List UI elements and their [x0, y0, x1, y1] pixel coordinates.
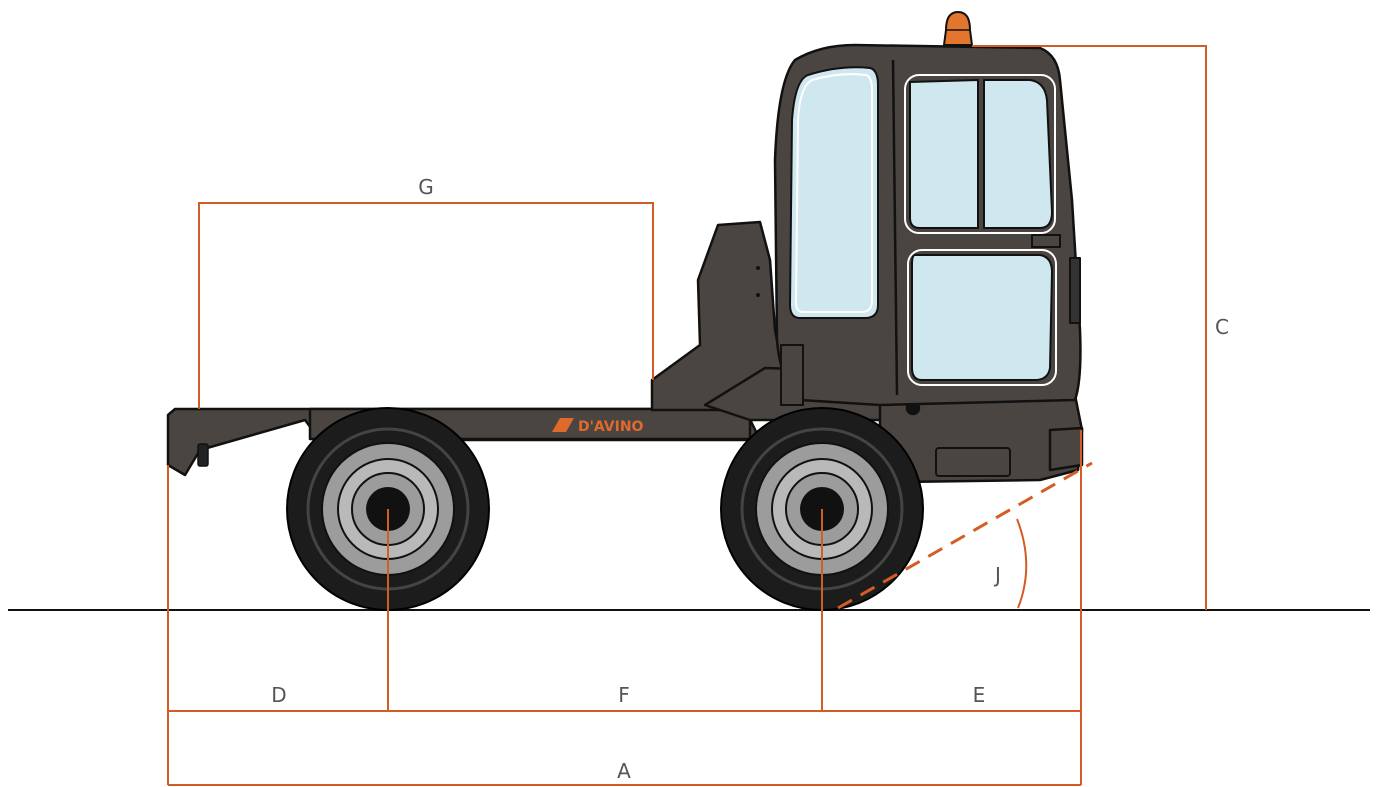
label-a: A: [617, 759, 631, 783]
rear-panel-inset: [935, 447, 1011, 477]
hood-rivet: [756, 266, 760, 270]
dimension-labels: G C J D F E A: [271, 175, 1229, 783]
cab-front-window-upper-left: [909, 79, 979, 229]
cab-front-window-upper-right: [983, 79, 1053, 229]
dimension-lines: [167, 45, 1207, 786]
label-d: D: [271, 683, 286, 707]
cab-door-divider: [891, 59, 899, 396]
hood-rivet: [756, 293, 760, 297]
dimension-g: [198, 202, 654, 409]
dimension-c: [972, 45, 1207, 610]
brand-logo-mark: [552, 418, 574, 432]
vehicle: [166, 11, 1084, 484]
brand-logo-text: D'AVINO: [578, 419, 644, 435]
approach-angle-arc: [1016, 518, 1028, 609]
cab-side-window: [789, 66, 879, 319]
cab-front-window-frame: [904, 74, 1056, 234]
label-g: G: [418, 175, 434, 199]
cab-side-window-trim: [795, 73, 873, 313]
beacon-light: [943, 11, 973, 46]
label-c: C: [1215, 315, 1229, 339]
grab-handle: [780, 344, 804, 406]
brand-logo: D'AVINO: [552, 418, 644, 435]
label-j: J: [993, 563, 1001, 587]
marker-light: [197, 443, 209, 467]
approach-angle-line: [837, 461, 1093, 610]
door-handle: [1031, 234, 1061, 248]
side-mirror-bracket: [1069, 257, 1081, 324]
label-e: E: [973, 683, 986, 707]
label-f: F: [618, 683, 630, 707]
cab-front-window-lower: [911, 254, 1053, 381]
bumper: [1048, 426, 1084, 472]
cab-front-window-lower-trim: [907, 249, 1057, 386]
